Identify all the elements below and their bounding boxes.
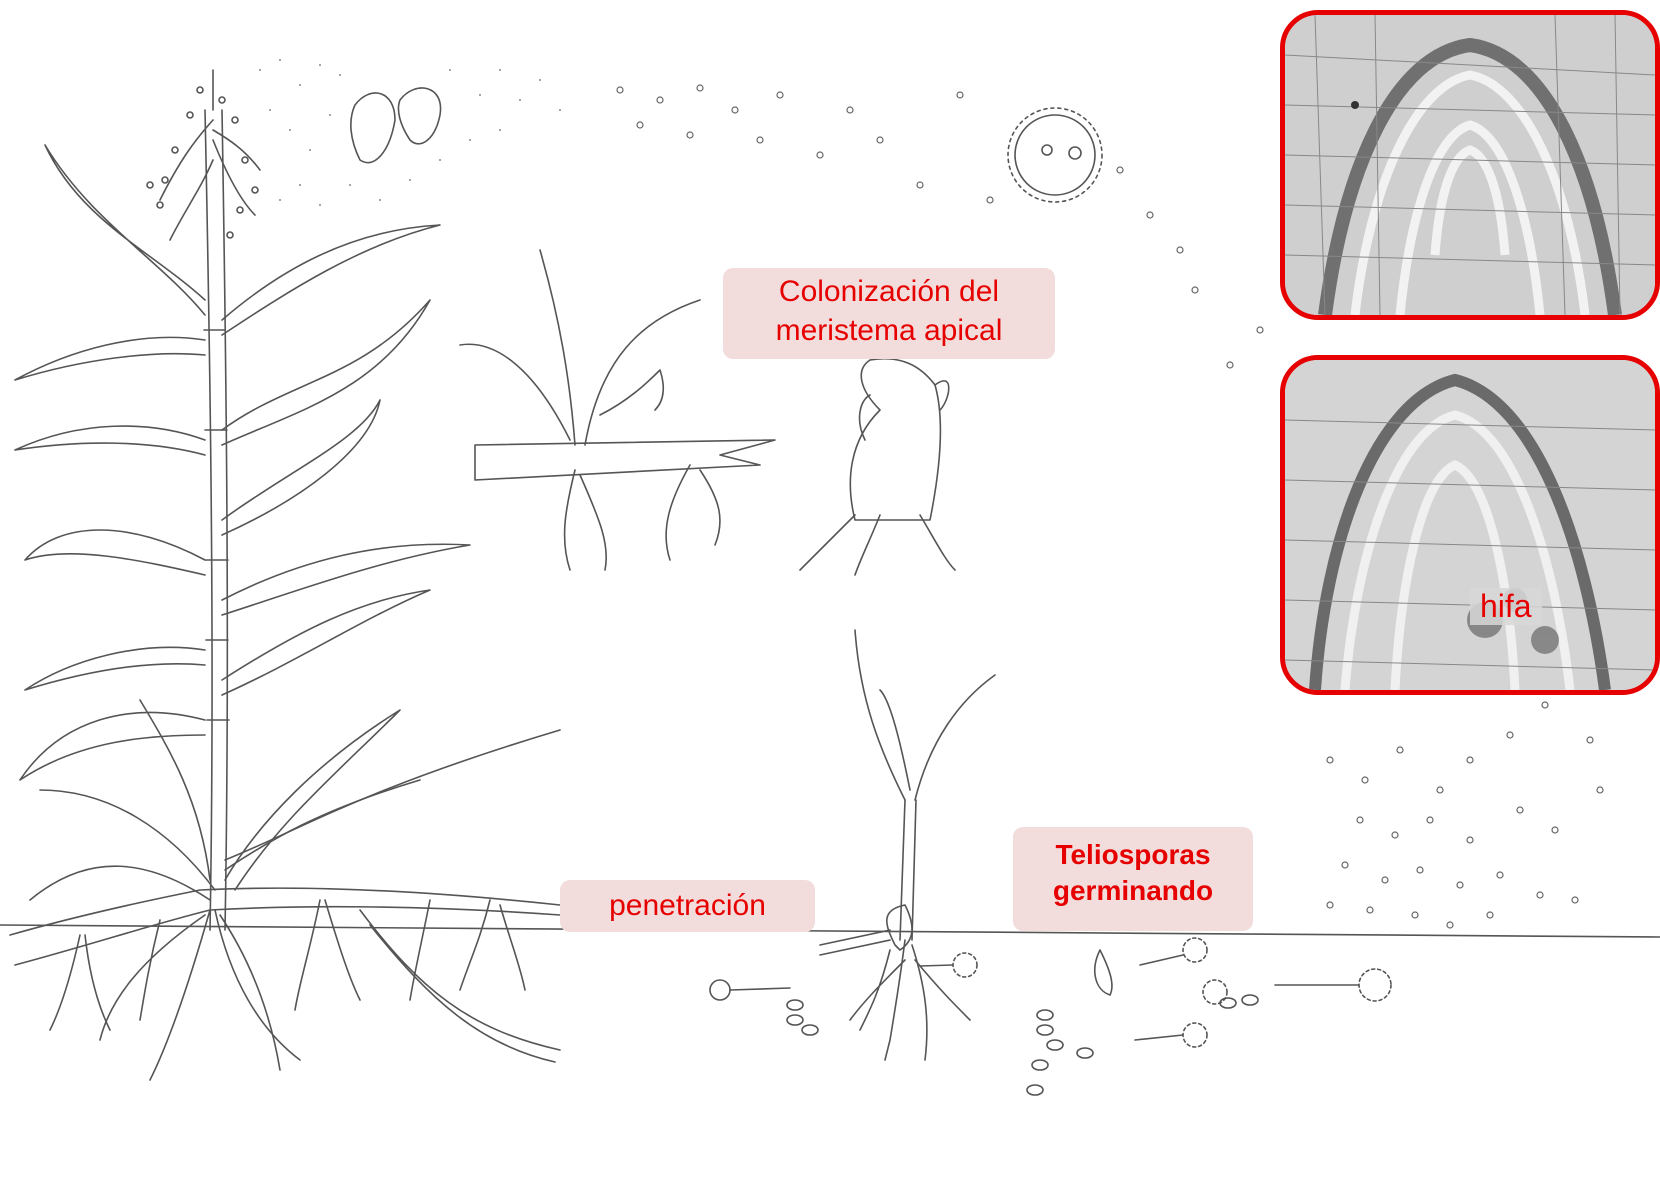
hyphae-section-image [1285,360,1655,690]
colonization-label: Colonización del meristema apical [723,268,1055,359]
penetration-label: penetración [560,880,815,932]
micrograph-apical-meristem [1280,10,1660,320]
germinating-teliospores [710,938,1391,1095]
young-seedling [820,630,995,1060]
teliospore-large [1008,108,1102,202]
colonization-label-line2: meristema apical [723,311,1055,350]
penetration-label-text: penetración [609,889,766,922]
germinating-label-line1: Teliosporas [1013,837,1253,873]
meristem-section-image [1285,15,1655,315]
germinating-teliospores-label: Teliosporas germinando [1013,827,1253,931]
cut-seedling [800,359,955,575]
soil-line [0,925,1660,937]
smut-sori [351,88,441,163]
germinating-label-line2: germinando [1013,873,1253,909]
colonization-label-line1: Colonización del [723,272,1055,311]
micrograph-hyphae: hifa [1280,355,1660,695]
spore-dust [259,59,561,206]
hyphae-label: hifa [1470,588,1542,625]
